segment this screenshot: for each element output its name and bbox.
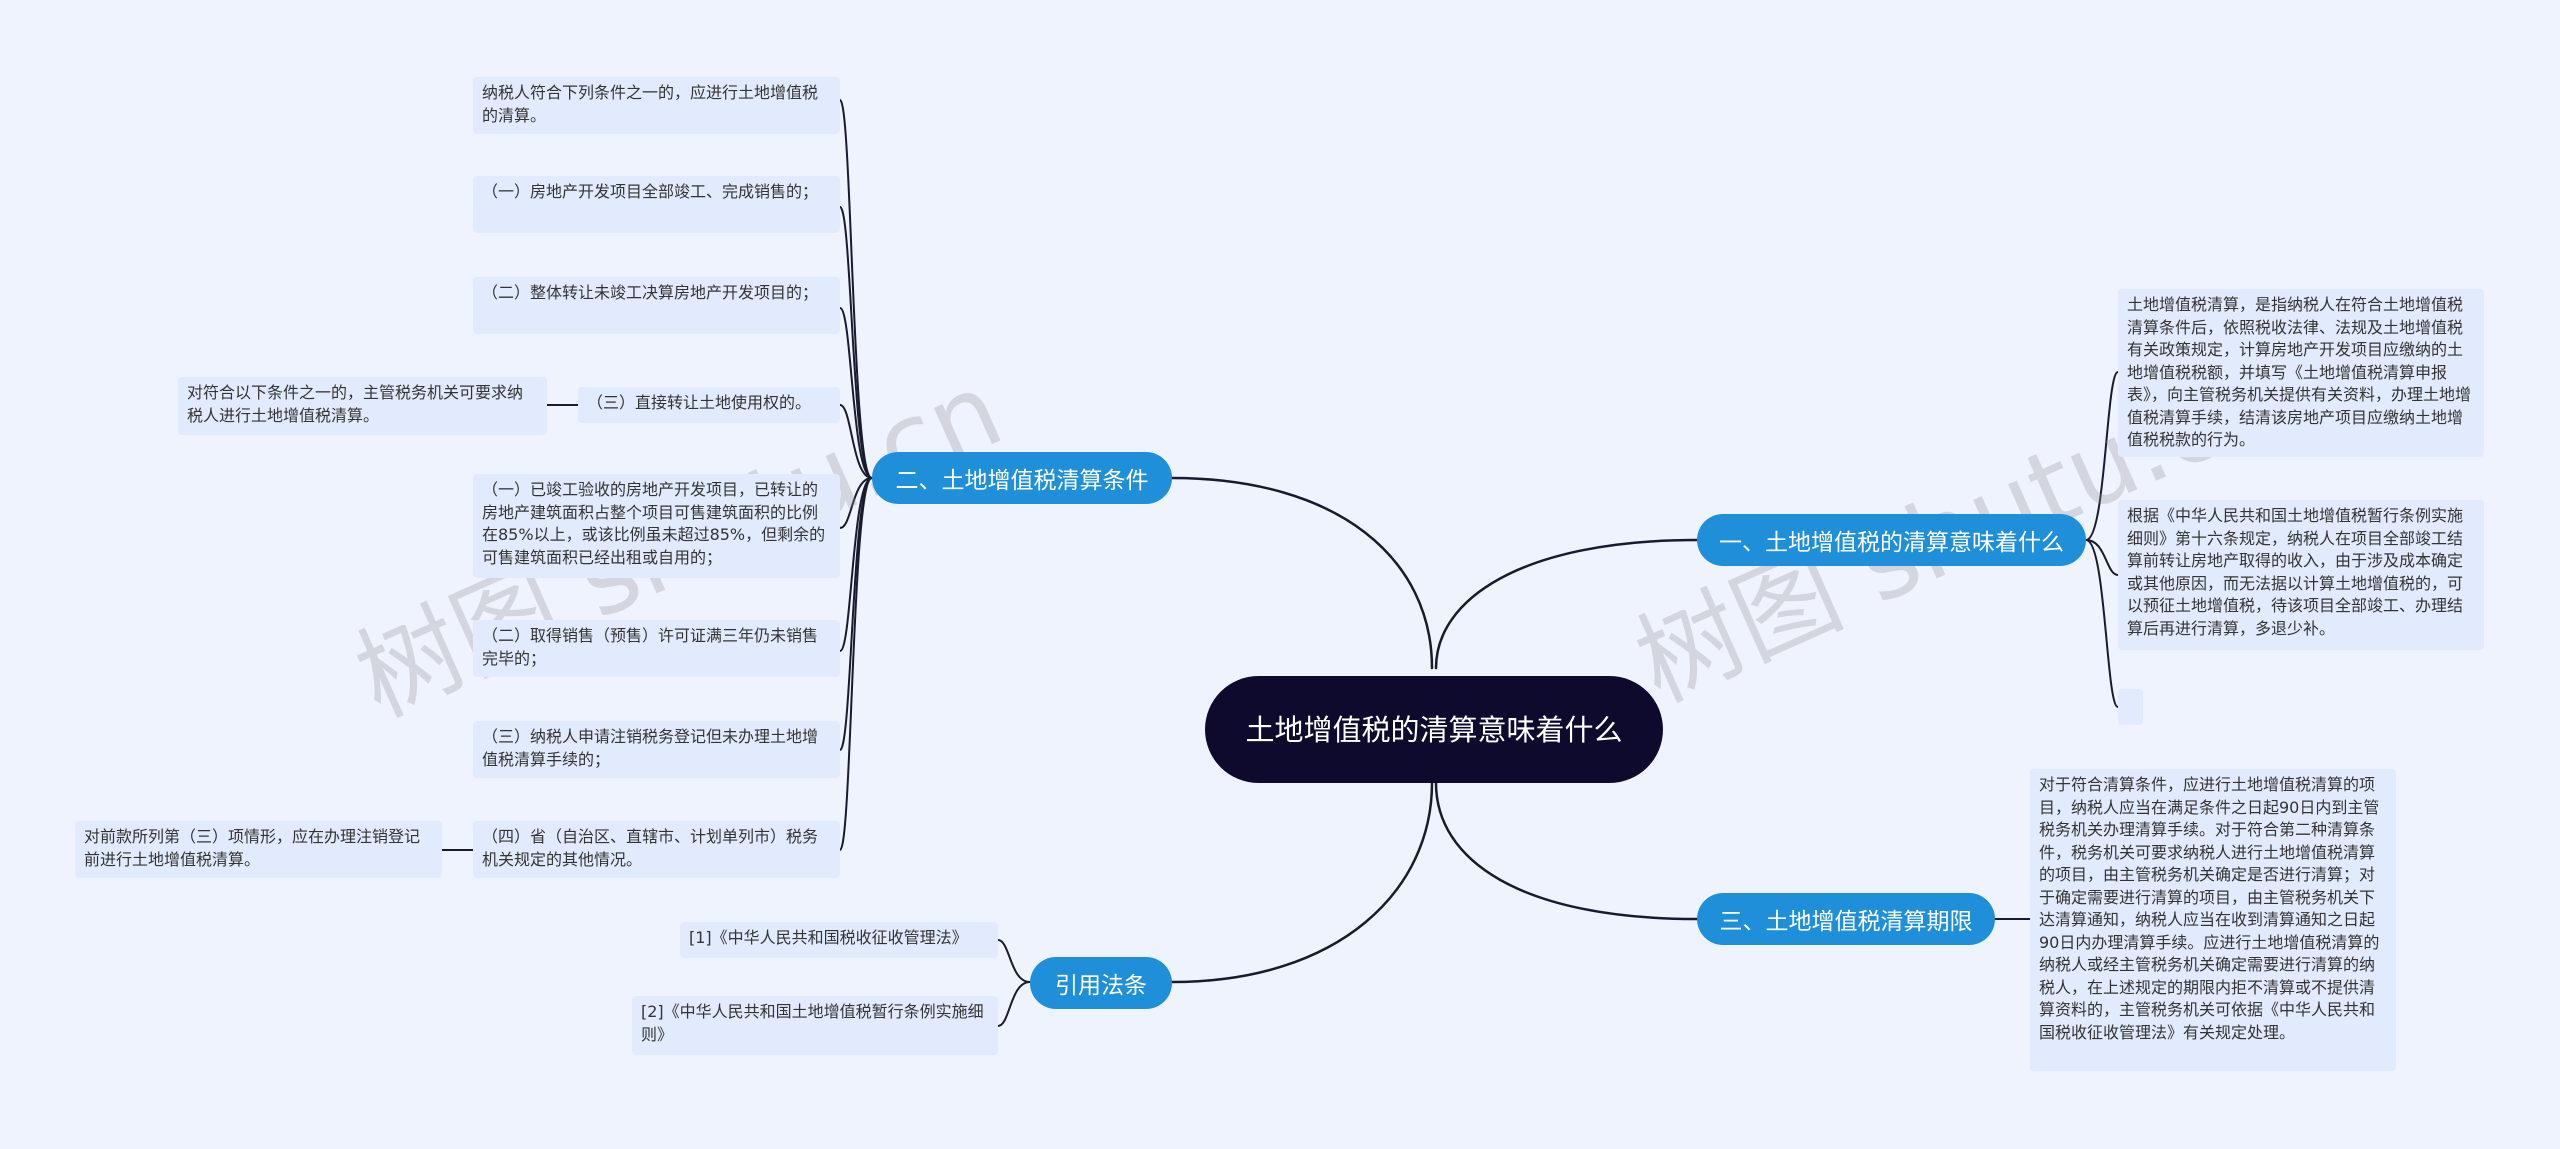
leaf-condition-2[interactable]: （二）整体转让未竣工决算房地产开发项目的； bbox=[473, 277, 840, 334]
leaf-condition-4[interactable]: （一）已竣工验收的房地产开发项目，已转让的房地产建筑面积占整个项目可售建筑面积的… bbox=[473, 474, 840, 578]
leaf-meaning-2[interactable]: 根据《中华人民共和国土地增值税暂行条例实施细则》第十六条规定，纳税人在项目全部竣… bbox=[2118, 500, 2484, 650]
link-root-meaning bbox=[1434, 538, 1699, 670]
leaf-condition-1[interactable]: （一）房地产开发项目全部竣工、完成销售的； bbox=[473, 176, 840, 233]
leaf-condition-3-note[interactable]: 对符合以下条件之一的，主管税务机关可要求纳税人进行土地增值税清算。 bbox=[178, 377, 547, 435]
link-c7 bbox=[839, 477, 873, 751]
link-root-conditions bbox=[1170, 476, 1434, 670]
root-topic[interactable]: 土地增值税的清算意味着什么 bbox=[1205, 676, 1663, 783]
link-root-deadline bbox=[1434, 781, 1699, 921]
link-c6 bbox=[839, 477, 873, 652]
link-m3 bbox=[2085, 539, 2119, 708]
link-l2 bbox=[997, 981, 1031, 1027]
link-c5 bbox=[839, 477, 873, 529]
leaf-condition-intro[interactable]: 纳税人符合下列条件之一的，应进行土地增值税的清算。 bbox=[473, 77, 840, 134]
link-c1 bbox=[839, 99, 873, 479]
leaf-deadline-1[interactable]: 对于符合清算条件，应进行土地增值税清算的项目，纳税人应当在满足条件之日起90日内… bbox=[2030, 769, 2396, 1071]
link-c8 bbox=[839, 477, 873, 851]
leaf-law-1[interactable]: [1]《中华人民共和国税收征收管理法》 bbox=[680, 922, 998, 958]
link-c2 bbox=[839, 206, 873, 479]
link-root-laws bbox=[1170, 781, 1434, 984]
link-c4 bbox=[839, 404, 873, 479]
leaf-condition-6[interactable]: （三）纳税人申请注销税务登记但未办理土地增值税清算手续的； bbox=[473, 721, 840, 778]
leaf-law-2[interactable]: [2]《中华人民共和国土地增值税暂行条例实施细则》 bbox=[632, 996, 998, 1055]
leaf-condition-7-note[interactable]: 对前款所列第（三）项情形，应在办理注销登记前进行土地增值税清算。 bbox=[75, 821, 442, 878]
leaf-meaning-empty[interactable] bbox=[2118, 689, 2143, 725]
branch-meaning[interactable]: 一、土地增值税的清算意味着什么 bbox=[1697, 514, 2086, 566]
leaf-condition-3[interactable]: （三）直接转让土地使用权的。 bbox=[578, 387, 840, 423]
branch-conditions[interactable]: 二、土地增值税清算条件 bbox=[872, 452, 1172, 504]
leaf-condition-5[interactable]: （二）取得销售（预售）许可证满三年仍未销售完毕的； bbox=[473, 620, 840, 677]
leaf-meaning-1[interactable]: 土地增值税清算，是指纳税人在符合土地增值税清算条件后，依照税收法律、法规及土地增… bbox=[2118, 289, 2484, 457]
link-m2 bbox=[2085, 539, 2119, 576]
branch-laws[interactable]: 引用法条 bbox=[1030, 957, 1172, 1009]
link-c3 bbox=[839, 307, 873, 479]
leaf-condition-7[interactable]: （四）省（自治区、直辖市、计划单列市）税务机关规定的其他情况。 bbox=[473, 821, 840, 878]
branch-deadline[interactable]: 三、土地增值税清算期限 bbox=[1697, 893, 1995, 945]
link-l1 bbox=[997, 939, 1031, 983]
link-m1 bbox=[2085, 371, 2119, 541]
